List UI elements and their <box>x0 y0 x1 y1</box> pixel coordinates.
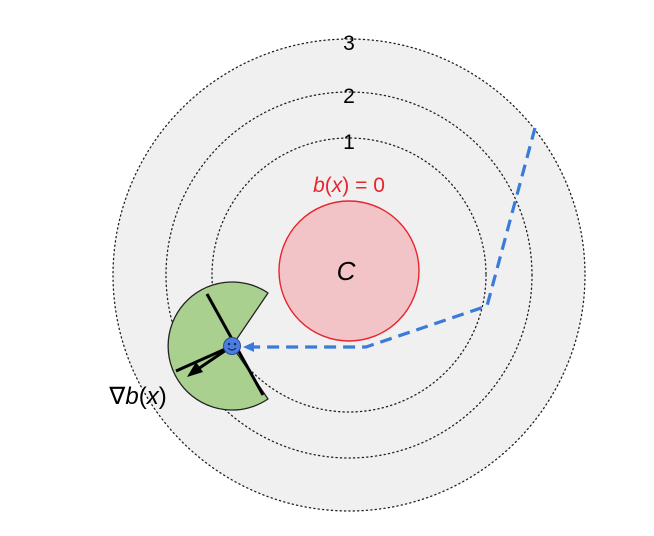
level-set-2-circle <box>165 91 533 459</box>
set-c-circle <box>278 200 420 342</box>
zero-set-label: b(x) = 0 <box>313 174 385 197</box>
control-sector <box>167 281 269 411</box>
trajectory-arrowhead <box>243 342 254 352</box>
level-label-3: 3 <box>343 32 355 55</box>
trajectory-path <box>246 127 537 349</box>
gradient-arrowhead <box>187 362 203 377</box>
set-c-label: C <box>337 256 356 286</box>
level-label-2: 2 <box>343 85 355 108</box>
sector-line-2 <box>175 344 233 373</box>
level-label-1: 1 <box>343 131 355 154</box>
level-set-1-circle <box>211 137 487 413</box>
smiley-face-icon <box>223 337 241 355</box>
gradient-label: ∇b(x) <box>108 383 166 410</box>
